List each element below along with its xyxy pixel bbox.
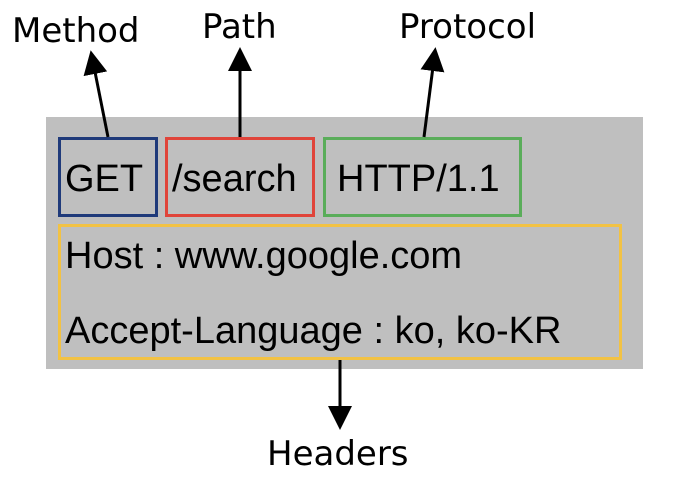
http-request-panel (46, 117, 643, 369)
method-box (58, 137, 158, 217)
path-box (165, 137, 315, 217)
path-value: /search (172, 158, 297, 200)
protocol-label: Protocol (399, 7, 537, 47)
headers-label: Headers (267, 434, 409, 474)
method-arrow (83, 50, 110, 138)
header-accept-language: Accept-Language : ko, ko-KR (65, 310, 562, 352)
path-label: Path (202, 7, 277, 47)
protocol-value: HTTP/1.1 (337, 158, 500, 200)
method-label: Method (12, 11, 140, 51)
header-host: Host : www.google.com (65, 235, 463, 277)
protocol-box (323, 137, 522, 217)
protocol-arrow (420, 47, 445, 138)
headers-box (58, 224, 622, 360)
method-value: GET (65, 158, 144, 200)
